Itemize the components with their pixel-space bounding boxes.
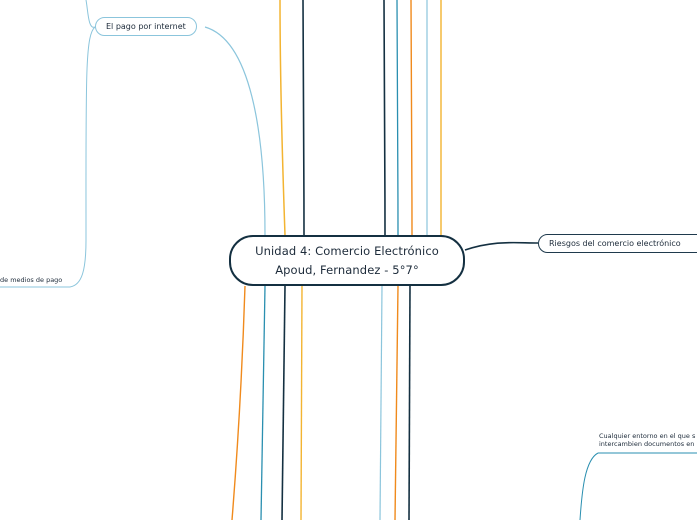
connector-gold-bottom [300, 285, 303, 520]
connector-lightblue-bottom [379, 285, 383, 520]
connector-pago-subtopics [85, 0, 96, 28]
topic-riesgos-label: Riesgos del comercio electrónico [549, 239, 681, 248]
connector-navy-bottom-2 [408, 285, 411, 520]
central-topic-line1: Unidad 4: Comercio Electrónico [255, 243, 439, 258]
connector-orange-bottom [231, 285, 246, 520]
connector-gold-top [279, 0, 286, 236]
connector-medios-pago [69, 26, 96, 288]
topic-pago-internet-label: El pago por internet [106, 22, 186, 31]
connector-navy-top-2 [383, 0, 386, 236]
subtopic-medios-pago-label: de medios de pago [0, 276, 63, 284]
connector-pago-internet [204, 26, 266, 236]
connector-teal-top [396, 0, 399, 236]
subtopic-cualquier-line1: Cualquier entorno en el que s [599, 432, 696, 440]
connector-orange-bottom-2 [394, 285, 399, 520]
connector-cualquier [579, 452, 599, 520]
central-topic-line2: Apoud, Fernandez - 5°7° [275, 262, 419, 277]
topic-riesgos[interactable]: Riesgos del comercio electrónico [538, 234, 697, 253]
central-topic[interactable]: Unidad 4: Comercio Electrónico Apoud, Fe… [229, 235, 465, 286]
connector-navy-top [302, 0, 305, 236]
connector-riesgos [464, 241, 539, 251]
topic-pago-internet[interactable]: El pago por internet [95, 17, 197, 36]
subtopic-cualquier-entorno[interactable]: Cualquier entorno en el que s intercambi… [599, 432, 695, 448]
subtopic-medios-pago[interactable]: de medios de pago [0, 276, 62, 284]
connector-orange-top [410, 0, 413, 236]
connector-navy-bottom [281, 285, 286, 520]
connector-teal-bottom [260, 285, 266, 520]
subtopic-cualquier-line2: intercambien documentos en [599, 440, 695, 448]
